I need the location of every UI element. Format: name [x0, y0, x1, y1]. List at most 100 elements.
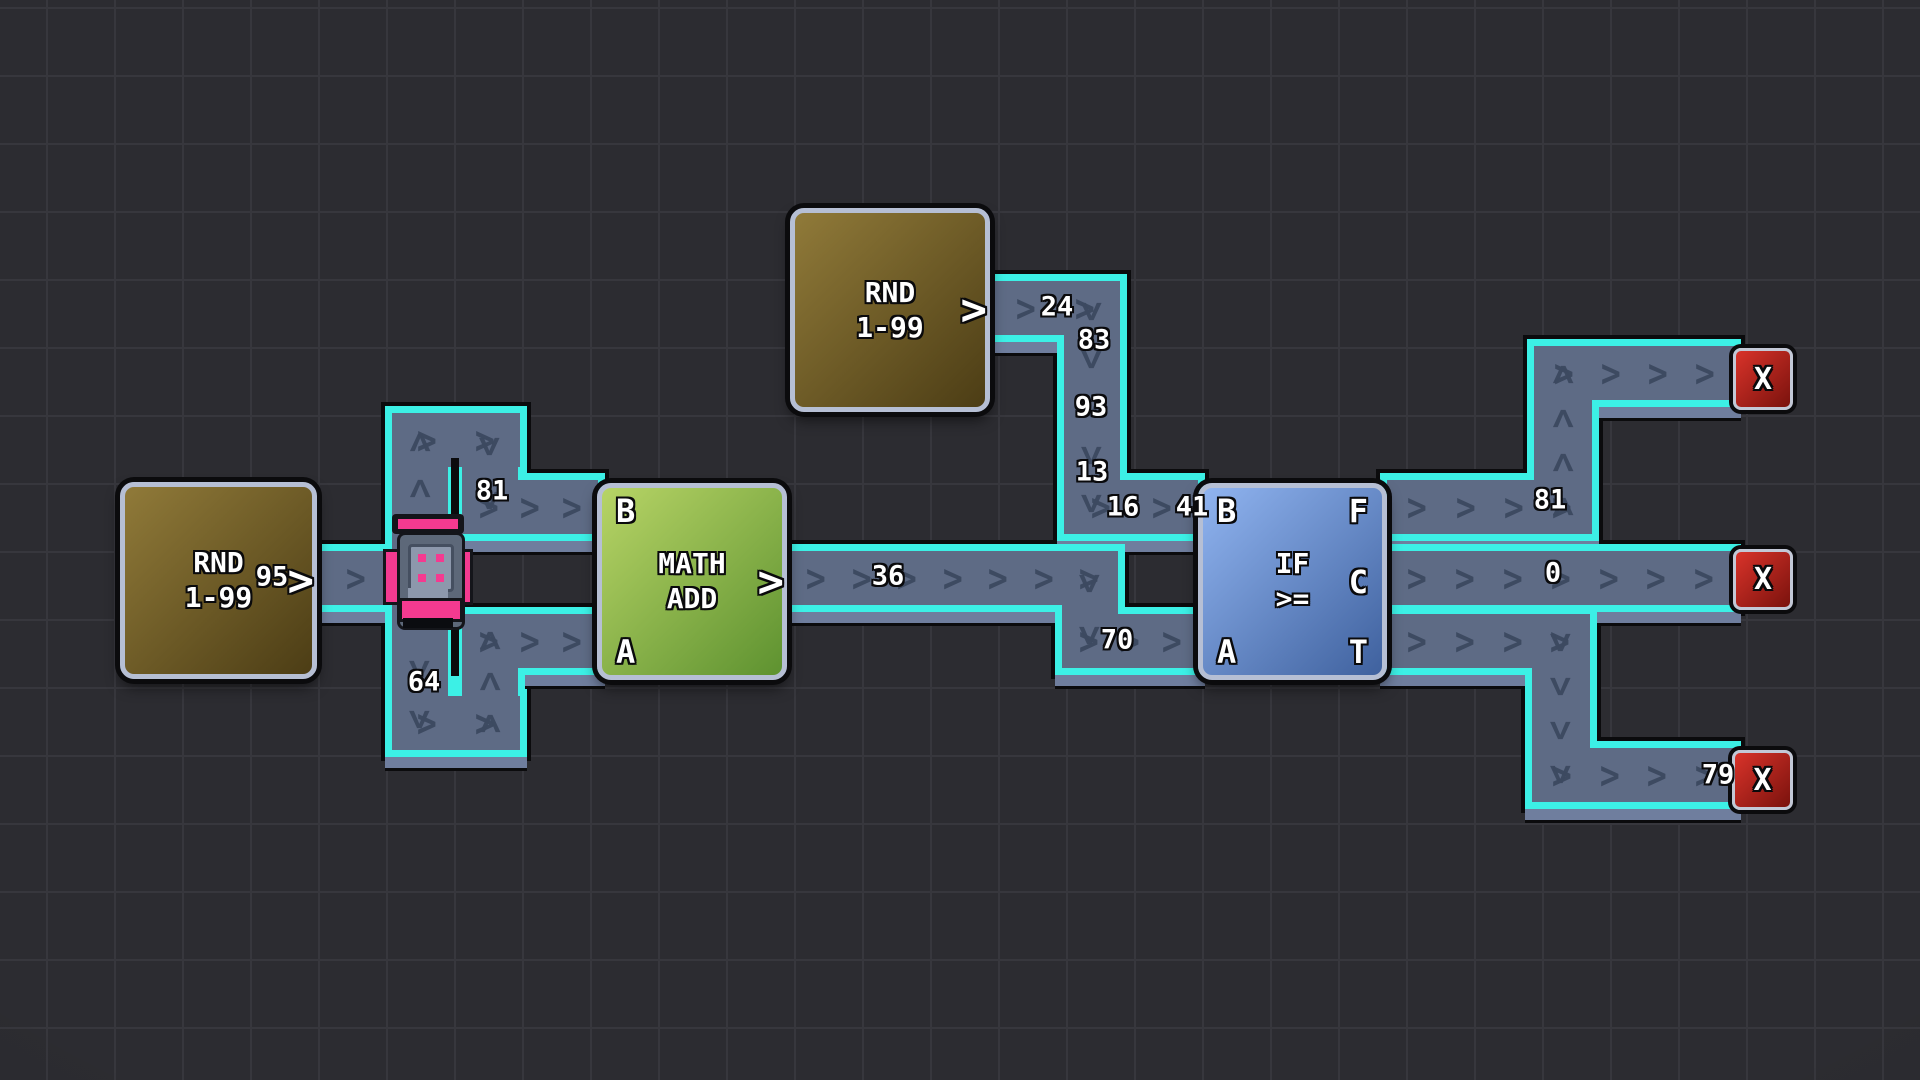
- pipe-chevrons: >>>>: [1393, 486, 1586, 528]
- chevron-icon: >: [519, 620, 541, 662]
- pipe-lip: [780, 612, 1125, 626]
- node-label-line2: 1-99: [184, 581, 253, 614]
- chevron-icon: >: [478, 620, 499, 662]
- pipe-value: 81: [475, 475, 509, 507]
- chevron-icon: >: [468, 436, 512, 457]
- chevron-icon: >: [1078, 620, 1099, 662]
- chevron-icon: >: [1694, 754, 1715, 796]
- chevron-icon: >: [1646, 754, 1667, 796]
- pipe-segment[interactable]: [1387, 551, 1734, 605]
- pipe-segment[interactable]: [1534, 346, 1734, 400]
- robot-panel-dot: [436, 574, 444, 582]
- robot-top-bar: [398, 519, 458, 529]
- robot[interactable]: [386, 510, 470, 630]
- chevron-icon: >: [1406, 557, 1427, 599]
- chevron-icon: >: [345, 557, 367, 599]
- chevron-icon: >: [1015, 287, 1036, 329]
- output-arrow-icon[interactable]: >: [757, 556, 785, 607]
- robot-arm-left: [386, 552, 399, 602]
- robot-waist: [408, 588, 448, 600]
- node-label-line1: IF: [1275, 547, 1310, 580]
- pipe-value: 0: [1544, 557, 1562, 589]
- pipe-chevrons: >>>: [468, 486, 592, 528]
- pipe-value: 95: [255, 561, 289, 593]
- chevron-icon: >: [1538, 675, 1584, 697]
- pipe-lip: [1055, 675, 1205, 689]
- chevron-icon: >: [1070, 301, 1114, 322]
- pipe-chevrons: >>: [398, 702, 514, 744]
- chevron-icon: >: [1161, 620, 1182, 662]
- chevron-icon: >: [519, 486, 541, 528]
- port-T[interactable]: T: [1348, 633, 1368, 671]
- exit-node[interactable]: X: [1732, 750, 1793, 810]
- chevron-icon: >: [1598, 557, 1619, 599]
- chevron-icon: >: [1502, 620, 1523, 662]
- pipe-chevrons: > > > >: [1540, 352, 1728, 394]
- chevron-icon: >: [1068, 573, 1112, 594]
- node-label-line1: MATH: [658, 547, 726, 580]
- chevron-icon: >: [468, 671, 512, 693]
- pipe-chevrons: >>>: [1068, 620, 1192, 662]
- chevron-icon: >: [1694, 352, 1715, 394]
- chevron-icon: >: [1407, 486, 1428, 528]
- chevron-icon: >: [1538, 719, 1584, 741]
- exit-label: X: [1753, 361, 1773, 397]
- chevron-icon: >: [805, 557, 826, 599]
- pipe-segment[interactable]: [1062, 614, 1198, 668]
- output-arrow-icon[interactable]: >: [960, 284, 988, 336]
- port-B[interactable]: B: [1217, 492, 1237, 530]
- node-label-line1: RND: [864, 275, 916, 309]
- chevron-icon: >: [398, 478, 442, 500]
- chevron-icon: >: [1454, 620, 1475, 662]
- port-B[interactable]: B: [616, 492, 636, 530]
- chevron-icon: >: [1551, 754, 1572, 796]
- pipe-segment[interactable]: [462, 614, 598, 668]
- chevron-icon: >: [1646, 557, 1667, 599]
- pipe-lip: [311, 612, 401, 626]
- pipe-segment[interactable]: [318, 551, 394, 605]
- port-A[interactable]: A: [616, 633, 636, 671]
- pipe-lip: [455, 541, 605, 555]
- chevron-icon: >: [478, 486, 499, 528]
- robot-panel-dot: [418, 574, 426, 582]
- chevron-icon: >: [942, 557, 963, 599]
- pipe-chevrons: >>: [1070, 486, 1192, 528]
- chevron-icon: >: [1090, 486, 1111, 528]
- pipe-segment[interactable]: [1064, 480, 1198, 534]
- pipe-segment[interactable]: [1532, 748, 1734, 802]
- robot-foot: [403, 618, 453, 628]
- pipe-chevrons: >>>>>>>: [793, 557, 1112, 599]
- chevron-icon: >: [1454, 557, 1475, 599]
- exit-label: X: [1753, 562, 1773, 597]
- pipe-value: 64: [407, 666, 441, 698]
- chevron-icon: >: [1693, 557, 1715, 599]
- chevron-icon: >: [474, 419, 496, 461]
- chevron-icon: >: [1647, 352, 1668, 394]
- robot-panel-dot: [418, 554, 426, 562]
- pipe-value: 93: [1074, 391, 1108, 423]
- port-C[interactable]: C: [1348, 562, 1368, 601]
- robot-panel-dot: [436, 554, 444, 562]
- pipe-chevrons: >>>>>>>: [1393, 557, 1728, 599]
- chevron-icon: >: [1550, 620, 1571, 662]
- chevron-icon: >: [1503, 486, 1524, 528]
- exit-node[interactable]: X: [1733, 549, 1793, 610]
- port-A[interactable]: A: [1217, 633, 1237, 671]
- port-F[interactable]: F: [1348, 492, 1368, 530]
- chevron-icon: >: [851, 557, 872, 599]
- pipe-segment[interactable]: [462, 480, 598, 534]
- exit-node[interactable]: X: [1733, 348, 1793, 410]
- pipe-chevrons: >>: [996, 287, 1114, 329]
- chevron-icon: >: [1553, 352, 1574, 394]
- chevron-icon: >: [1600, 352, 1621, 394]
- pipe-chevrons: >: [324, 557, 388, 599]
- pipe-value: 24: [1040, 291, 1074, 323]
- output-arrow-icon[interactable]: >: [287, 555, 315, 606]
- pipe-value: 36: [871, 560, 905, 592]
